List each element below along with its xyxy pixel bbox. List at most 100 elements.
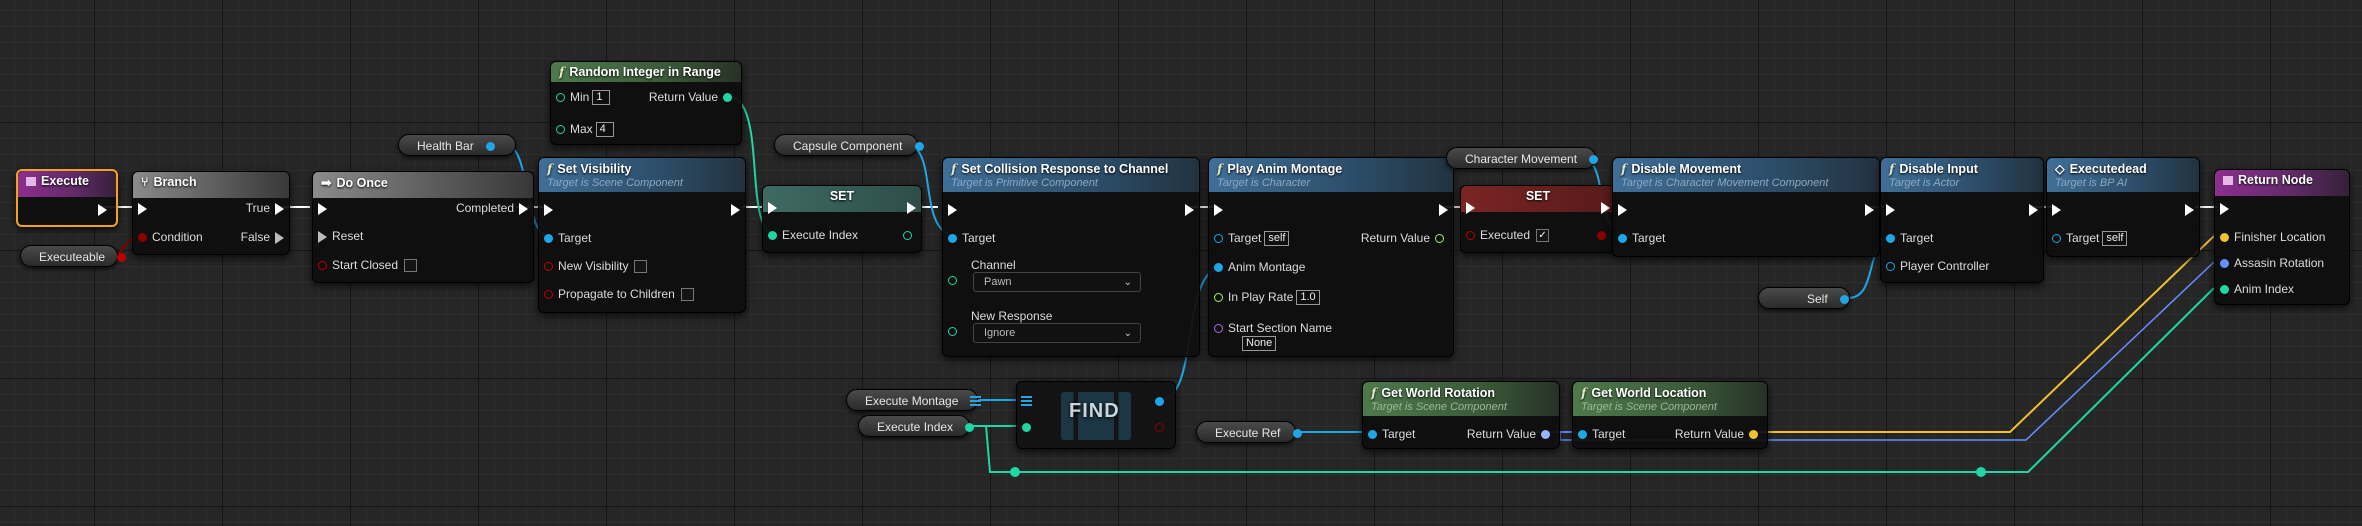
new-response-dropdown[interactable]: Ignore⌄ bbox=[973, 323, 1141, 343]
executedead-exec-out-pin[interactable] bbox=[2180, 202, 2199, 216]
execute-index-out-pin[interactable] bbox=[898, 228, 917, 242]
branch-false-pin[interactable]: False bbox=[241, 230, 289, 244]
executeable-variable[interactable]: Executeable bbox=[20, 245, 127, 267]
array-pin-icon[interactable] bbox=[969, 396, 981, 408]
start-section-input[interactable]: None bbox=[1242, 336, 1277, 352]
assasin-rotation-pin[interactable]: Assasin Rotation bbox=[2215, 256, 2324, 270]
min-input[interactable]: 1 bbox=[592, 90, 611, 106]
find-node[interactable]: FIND bbox=[1016, 381, 1176, 449]
max-input[interactable]: 4 bbox=[595, 122, 614, 138]
branch-node[interactable]: ⑂Branch True Condition False bbox=[132, 171, 290, 255]
find-item-in-pin[interactable] bbox=[1017, 420, 1036, 434]
new-response-pin[interactable] bbox=[943, 324, 962, 338]
executedead-target-input[interactable]: self bbox=[2102, 231, 2128, 247]
do-once-node[interactable]: ➡Do Once Completed Reset Start Closed bbox=[312, 171, 534, 283]
character-movement-variable[interactable]: Character Movement bbox=[1446, 147, 1599, 169]
disable-input-exec-out-pin[interactable] bbox=[2024, 202, 2043, 216]
reroute-knot[interactable] bbox=[1976, 467, 1986, 477]
object-pin-icon[interactable] bbox=[1589, 155, 1599, 165]
executed-out-pin[interactable] bbox=[1592, 228, 1611, 242]
set-execute-index-node[interactable]: SET Execute Index bbox=[762, 185, 922, 253]
channel-dropdown[interactable]: Pawn⌄ bbox=[973, 272, 1141, 292]
execute-index-pin[interactable]: Execute Index bbox=[763, 228, 858, 242]
channel-pin[interactable] bbox=[943, 273, 962, 287]
executedead-exec-in-pin[interactable] bbox=[2047, 202, 2066, 216]
set-index-exec-in-pin[interactable] bbox=[763, 200, 782, 214]
disable-movement-target-pin[interactable]: Target bbox=[1613, 231, 1665, 245]
set-executed-node[interactable]: SET Executed✓ bbox=[1460, 185, 1616, 253]
propagate-checkbox[interactable] bbox=[680, 288, 694, 302]
capsule-component-variable[interactable]: Capsule Component bbox=[774, 134, 924, 156]
disable-input-exec-in-pin[interactable] bbox=[1881, 202, 1900, 216]
object-pin-icon[interactable] bbox=[1292, 429, 1302, 439]
object-pin-icon[interactable] bbox=[1840, 295, 1850, 305]
player-controller-pin[interactable]: Player Controller bbox=[1881, 259, 1989, 273]
start-closed-checkbox[interactable] bbox=[404, 259, 418, 273]
start-section-pin[interactable]: Start Section Name bbox=[1209, 321, 1332, 335]
new-visibility-pin[interactable]: New Visibility bbox=[539, 259, 648, 274]
execute-montage-variable[interactable]: Execute Montage bbox=[846, 389, 981, 411]
location-return-pin[interactable]: Return Value bbox=[1675, 427, 1763, 441]
set-visibility-exec-out-pin[interactable] bbox=[726, 202, 745, 216]
anim-montage-pin[interactable]: Anim Montage bbox=[1209, 260, 1305, 274]
disable-input-target-pin[interactable]: Target bbox=[1881, 231, 1933, 245]
disable-movement-exec-in-pin[interactable] bbox=[1613, 202, 1632, 216]
set-index-exec-out-pin[interactable] bbox=[902, 200, 921, 214]
set-collision-target-pin[interactable]: Target bbox=[943, 231, 995, 245]
play-anim-return-pin[interactable]: Return Value bbox=[1361, 231, 1449, 245]
play-anim-exec-in-pin[interactable] bbox=[1209, 202, 1228, 216]
branch-exec-in-pin[interactable] bbox=[133, 201, 152, 215]
set-collision-exec-out-pin[interactable] bbox=[1180, 202, 1199, 216]
do-once-start-closed-pin[interactable]: Start Closed bbox=[313, 258, 418, 273]
propagate-pin[interactable]: Propagate to Children bbox=[539, 287, 694, 302]
find-array-in-pin[interactable] bbox=[1017, 394, 1036, 408]
new-visibility-checkbox[interactable] bbox=[634, 260, 648, 274]
rotation-return-pin[interactable]: Return Value bbox=[1467, 427, 1555, 441]
set-collision-exec-in-pin[interactable] bbox=[943, 202, 962, 216]
branch-condition-pin[interactable]: Condition bbox=[133, 230, 203, 244]
finisher-location-pin[interactable]: Finisher Location bbox=[2215, 230, 2325, 244]
do-once-completed-pin[interactable]: Completed bbox=[456, 201, 533, 215]
find-found-out-pin[interactable] bbox=[1150, 420, 1169, 434]
int-pin-icon[interactable] bbox=[965, 423, 975, 433]
health-bar-variable[interactable]: Health Bar bbox=[398, 134, 516, 156]
play-anim-target-input[interactable]: self bbox=[1264, 231, 1290, 247]
execute-index-variable[interactable]: Execute Index bbox=[858, 415, 975, 437]
do-once-reset-pin[interactable]: Reset bbox=[313, 229, 363, 243]
in-play-rate-input[interactable]: 1.0 bbox=[1296, 290, 1320, 306]
anim-index-pin[interactable]: Anim Index bbox=[2215, 282, 2294, 296]
set-executed-exec-in-pin[interactable] bbox=[1461, 200, 1480, 214]
branch-true-pin[interactable]: True bbox=[246, 201, 289, 215]
return-exec-in-pin[interactable] bbox=[2215, 201, 2234, 215]
play-anim-exec-out-pin[interactable] bbox=[1434, 202, 1453, 216]
return-node[interactable]: Return Node Finisher Location Assasin Ro… bbox=[2214, 169, 2350, 305]
set-visibility-target-pin[interactable]: Target bbox=[539, 231, 591, 245]
object-pin-icon[interactable] bbox=[914, 142, 924, 152]
rotation-target-pin[interactable]: Target bbox=[1363, 427, 1415, 441]
execute-node[interactable]: Execute bbox=[16, 169, 118, 227]
execute-ref-variable[interactable]: Execute Ref bbox=[1196, 421, 1302, 443]
self-variable[interactable]: Self bbox=[1758, 287, 1850, 309]
disable-movement-exec-out-pin[interactable] bbox=[1860, 202, 1879, 216]
executed-pin[interactable]: Executed✓ bbox=[1461, 228, 1550, 243]
bool-pin-icon[interactable] bbox=[117, 253, 127, 263]
do-once-exec-in-pin[interactable] bbox=[313, 201, 332, 215]
find-index-out-pin[interactable] bbox=[1150, 394, 1169, 408]
executed-checkbox[interactable]: ✓ bbox=[1536, 229, 1550, 243]
object-pin-icon[interactable] bbox=[486, 142, 496, 152]
random-return-pin[interactable]: Return Value bbox=[649, 90, 737, 104]
